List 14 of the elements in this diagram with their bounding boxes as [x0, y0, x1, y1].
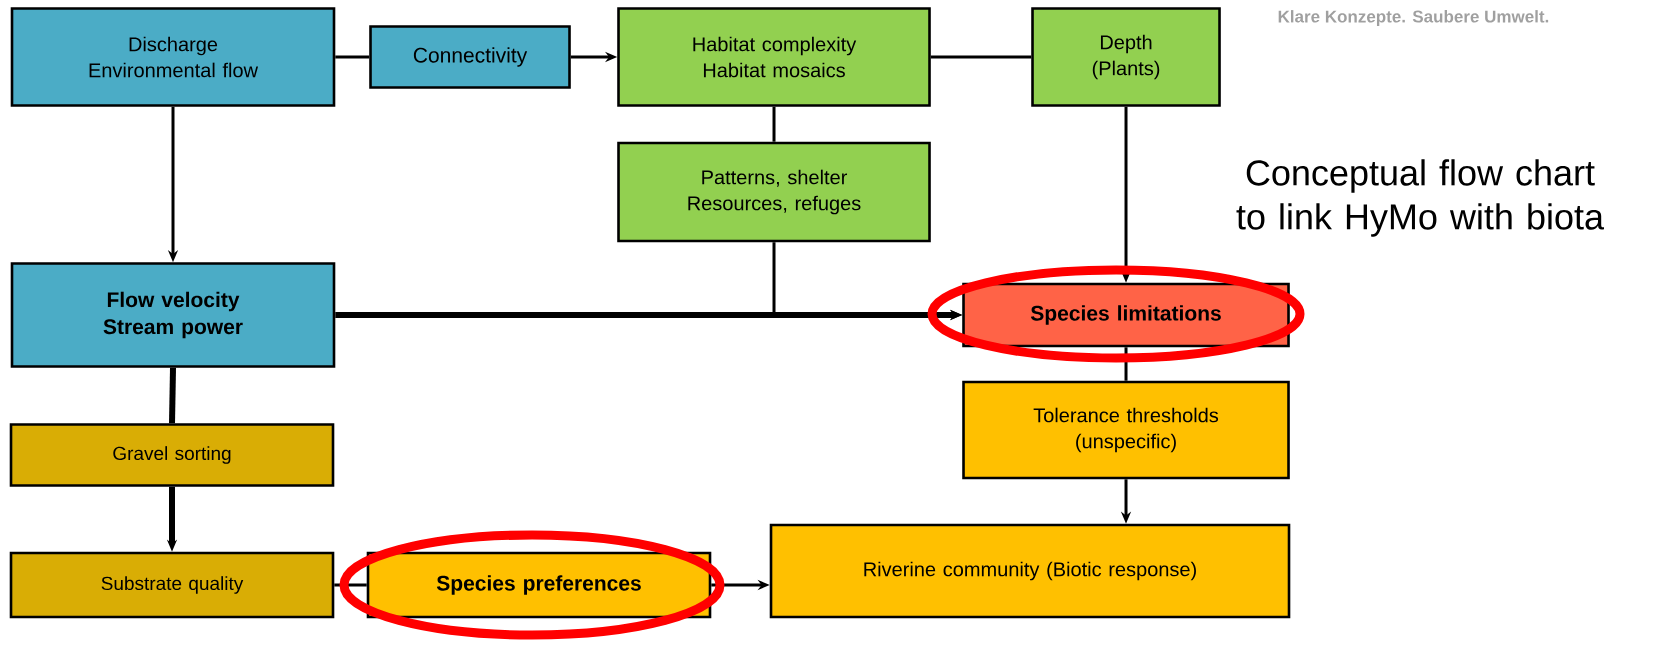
process-box: Connectivity [369, 25, 571, 89]
process-box: Gravel sorting [9, 423, 335, 487]
slogan: Klare Konzepte. Saubere Umwelt. [1278, 10, 1549, 26]
process-box: Substrate quality [9, 551, 335, 619]
process-box: Discharge Environmental flow [10, 7, 336, 107]
process-box: Depth (Plants) [1031, 7, 1221, 107]
process-box: Species preferences [366, 551, 712, 619]
process-box: Species limitations [962, 282, 1290, 348]
process-box: Flow velocity Stream power [10, 262, 336, 368]
process-box: Habitat complexity Habitat mosaics [617, 7, 931, 107]
process-box: Patterns, shelter Resources, refuges [617, 141, 931, 243]
process-box: Tolerance thresholds (unspecific) [962, 380, 1290, 480]
title: Conceptual flow chart to link HyMo with biota [1236, 159, 1604, 237]
process-box: Riverine community (Biotic response) [769, 523, 1291, 619]
